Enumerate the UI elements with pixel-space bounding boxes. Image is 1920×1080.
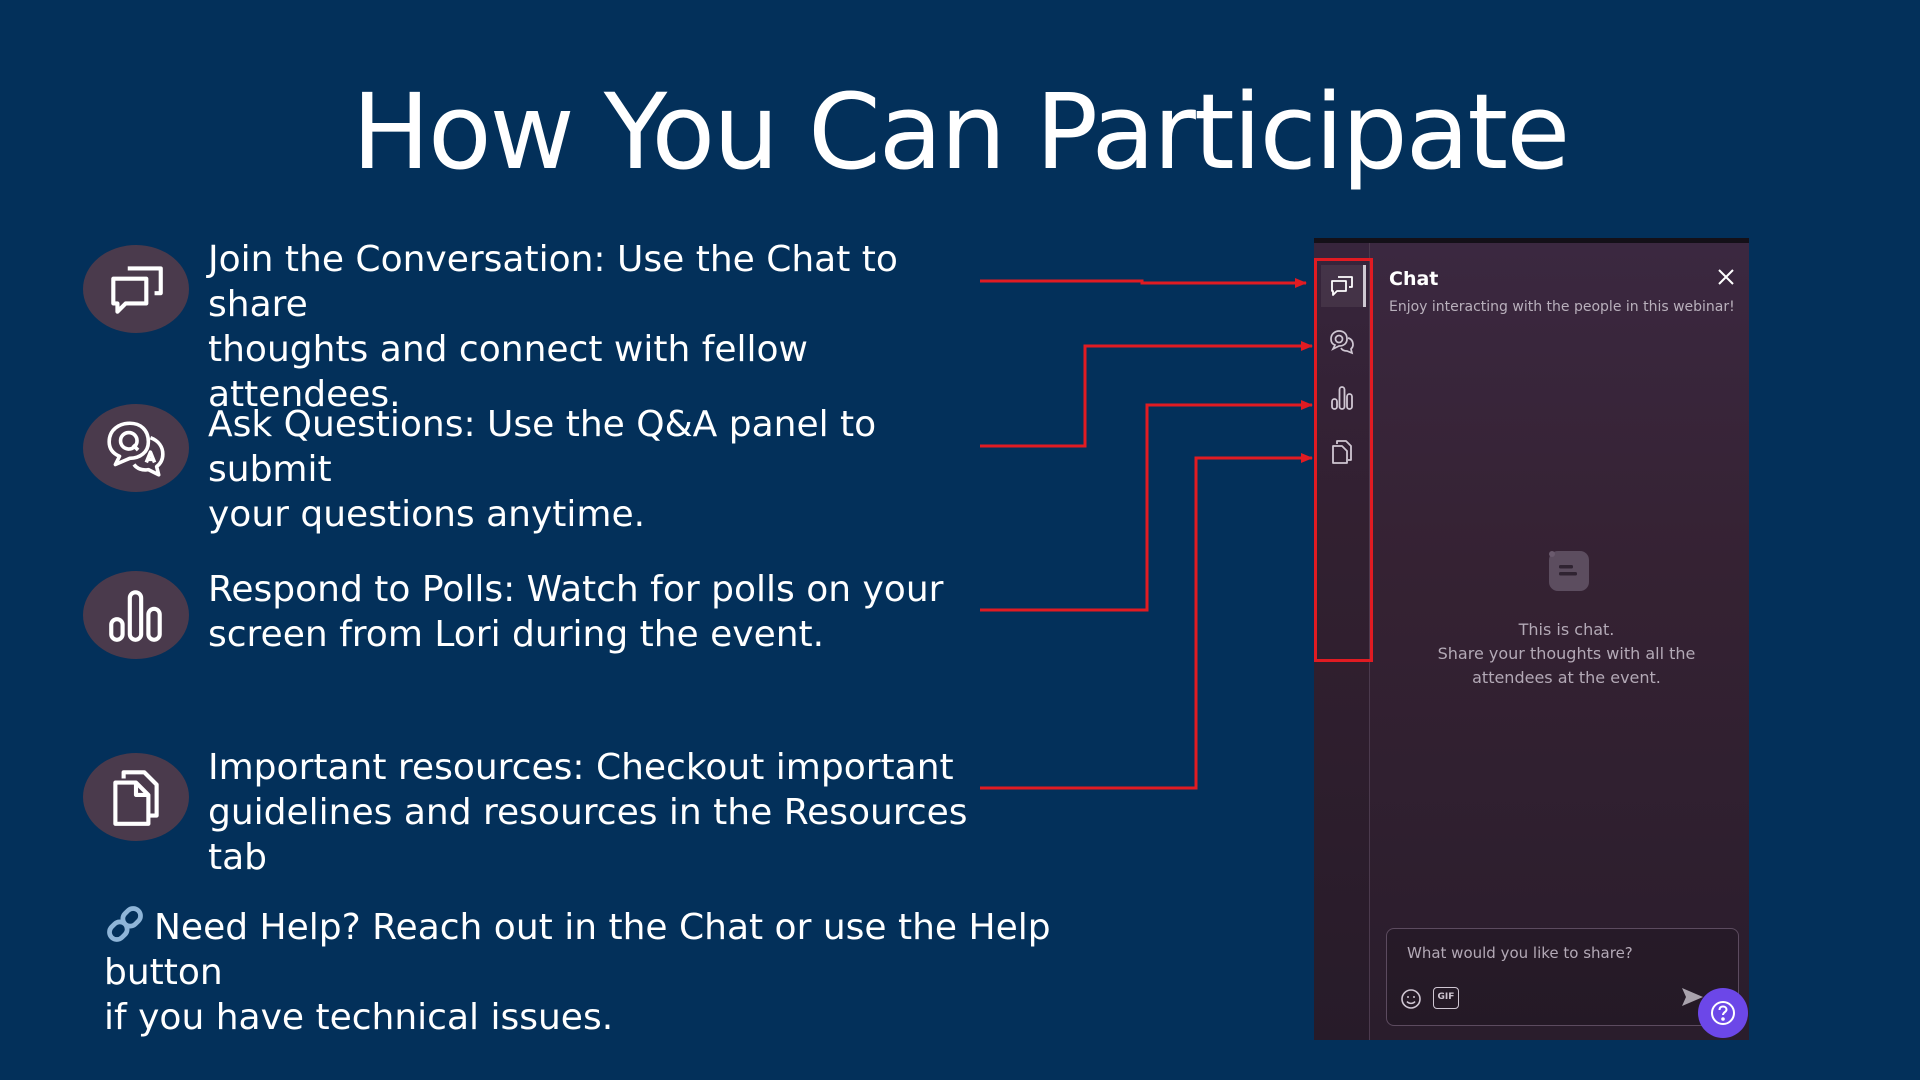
item-qa-line1: Ask Questions: Use the Q&A panel to subm… (208, 404, 877, 490)
slide-title: How You Can Participate (351, 71, 1570, 193)
item-chat-line1: Join the Conversation: Use the Chat to s… (208, 239, 898, 325)
gif-button[interactable]: GIF (1433, 987, 1459, 1009)
message-composer: GIF (1386, 928, 1739, 1026)
arrow-poll (980, 400, 1313, 612)
empty-line3: attendees at the event. (1472, 668, 1661, 687)
help-line2: if you have technical issues. (104, 997, 614, 1038)
chat-title: Chat (1389, 268, 1439, 290)
chat-panel: Chat Enjoy interacting with the people i… (1314, 238, 1749, 1040)
resources-icon (1332, 440, 1352, 464)
item-chat-text: Join the Conversation: Use the Chat to s… (208, 237, 1008, 417)
close-icon[interactable] (1714, 265, 1738, 289)
item-resources-line1: Important resources: Checkout important (208, 747, 954, 788)
link-icon (107, 906, 143, 942)
item-poll-line2: screen from Lori during the event. (208, 614, 825, 655)
qa-icon (1330, 330, 1354, 355)
chat-bubble-icon (1549, 551, 1589, 591)
item-poll-line1: Respond to Polls: Watch for polls on you… (208, 569, 944, 610)
arrow-qa (980, 341, 1313, 448)
rail-chat-tab[interactable] (1321, 265, 1366, 307)
item-resources-text: Important resources: Checkout important … (208, 745, 1008, 880)
chat-icon (1331, 276, 1353, 296)
item-poll-text: Respond to Polls: Watch for polls on you… (208, 567, 1008, 657)
item-qa-line2: your questions anytime. (208, 494, 646, 535)
question-icon (1711, 1001, 1735, 1025)
item-resources-line2: guidelines and resources in the Resource… (208, 792, 968, 878)
help-note: Need Help? Reach out in the Chat or use … (104, 903, 1164, 1040)
resources-icon (83, 753, 189, 841)
emoji-icon[interactable] (1399, 987, 1423, 1011)
arrow-chat (980, 278, 1307, 288)
chat-empty-state: This is chat. Share your thoughts with a… (1384, 618, 1749, 690)
rail-callout-box (1314, 258, 1373, 662)
rail-qa-tab[interactable] (1321, 321, 1363, 363)
arrow-resources (980, 453, 1313, 790)
help-line1: Need Help? Reach out in the Chat or use … (104, 907, 1051, 993)
send-icon[interactable] (1679, 984, 1705, 1010)
rail-resources-tab[interactable] (1321, 431, 1363, 473)
message-input[interactable] (1405, 940, 1709, 966)
panel-rail (1314, 243, 1370, 1040)
empty-line2: Share your thoughts with all the (1437, 644, 1696, 663)
poll-icon (1331, 386, 1353, 410)
help-button[interactable] (1698, 988, 1748, 1038)
chat-icon (83, 245, 189, 333)
item-qa-text: Ask Questions: Use the Q&A panel to subm… (208, 402, 1008, 537)
chat-subtitle: Enjoy interacting with the people in thi… (1389, 299, 1735, 315)
empty-line1: This is chat. (1518, 620, 1615, 639)
qa-icon (83, 404, 189, 492)
rail-poll-tab[interactable] (1321, 377, 1363, 419)
poll-icon (83, 571, 189, 659)
item-chat-line2: thoughts and connect with fellow attende… (208, 329, 808, 415)
